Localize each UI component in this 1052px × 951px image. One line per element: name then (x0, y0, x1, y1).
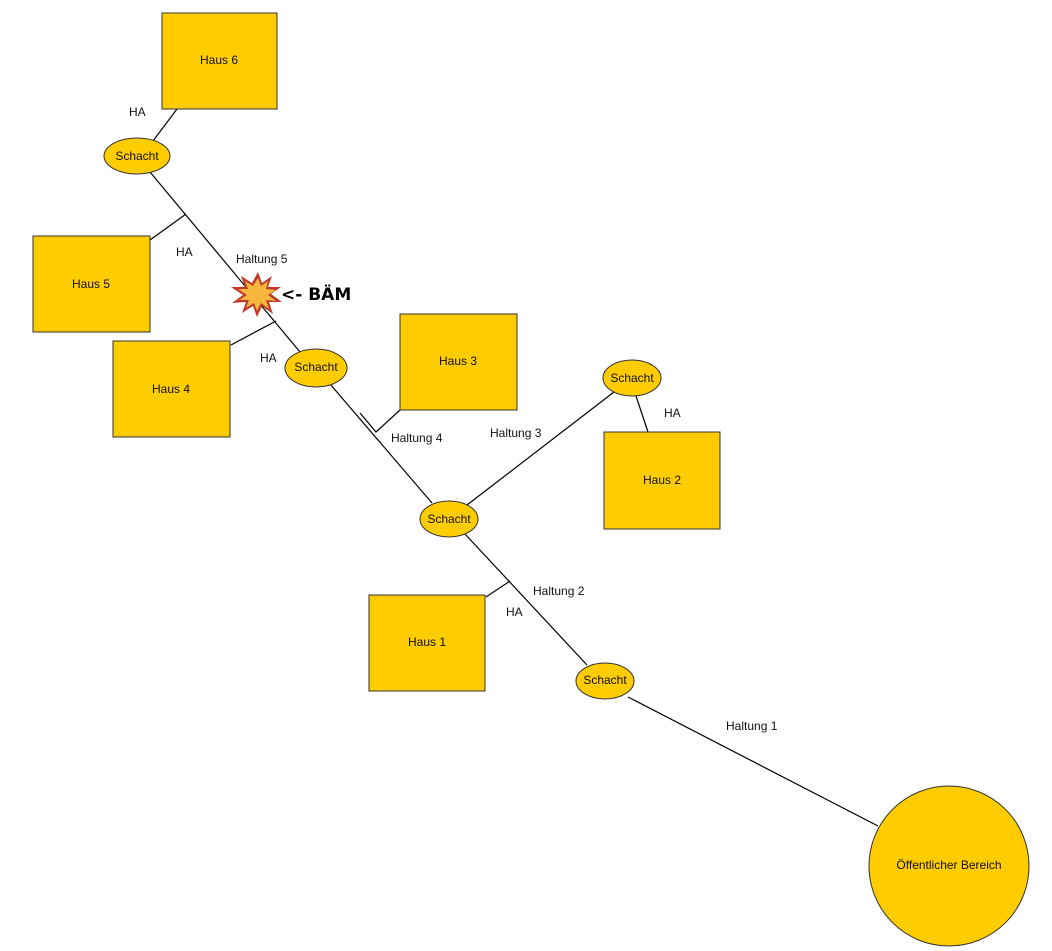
haus-4: Haus 4 (112, 340, 231, 438)
haus-1: Haus 1 (368, 594, 486, 692)
schacht-3: Schacht (419, 500, 479, 538)
schacht-4: Schacht (602, 359, 662, 397)
schacht-3-label: Schacht (427, 512, 471, 526)
schacht-6: Schacht (103, 137, 171, 175)
label-ha-haus-2: HA (664, 406, 681, 420)
label-haltung-4: Haltung 4 (391, 431, 443, 445)
haus-3: Haus 3 (399, 313, 518, 411)
damage-marker-label: <- BÄM (281, 283, 351, 305)
pipe-haltung-4 (329, 383, 433, 504)
public-area: Öffentlicher Bereich (868, 785, 1030, 947)
pipe-haltung-2 (464, 533, 588, 666)
haus-3-label: Haus 3 (439, 354, 477, 368)
connection-haus-5 (149, 213, 187, 241)
haus-6-label: Haus 6 (200, 53, 238, 67)
haus-6: Haus 6 (161, 12, 278, 110)
connection-haus-4 (230, 320, 277, 346)
connection-haus-2 (635, 395, 649, 433)
haus-4-label: Haus 4 (152, 382, 190, 396)
schacht-5-label: Schacht (294, 360, 338, 374)
label-haltung-1: Haltung 1 (726, 719, 778, 733)
haus-5-label: Haus 5 (72, 277, 110, 291)
damage-burst-icon (231, 272, 282, 317)
connection-haus-1 (485, 580, 511, 598)
haus-2: Haus 2 (603, 431, 721, 530)
label-haltung-2: Haltung 2 (533, 584, 585, 598)
label-ha-haus-4: HA (260, 351, 277, 365)
haus-2-label: Haus 2 (643, 473, 681, 487)
schacht-5: Schacht (284, 348, 348, 388)
schacht-2-label: Schacht (583, 673, 627, 687)
label-ha-haus-5: HA (176, 245, 193, 259)
schacht-2: Schacht (575, 662, 635, 700)
connection-haus-6 (152, 108, 178, 142)
schacht-6-label: Schacht (115, 149, 159, 163)
pipe-haltung-1 (627, 696, 879, 827)
label-haltung-5: Haltung 5 (236, 252, 288, 266)
connection-haus-3 (359, 409, 401, 433)
haus-5: Haus 5 (32, 235, 151, 333)
label-ha-haus-6: HA (129, 105, 146, 119)
schacht-4-label: Schacht (610, 371, 654, 385)
label-ha-haus-1: HA (506, 605, 523, 619)
pipe-haltung-3 (466, 391, 615, 506)
label-haltung-3: Haltung 3 (490, 426, 542, 440)
public-area-label: Öffentlicher Bereich (896, 858, 1001, 872)
haus-1-label: Haus 1 (408, 635, 446, 649)
